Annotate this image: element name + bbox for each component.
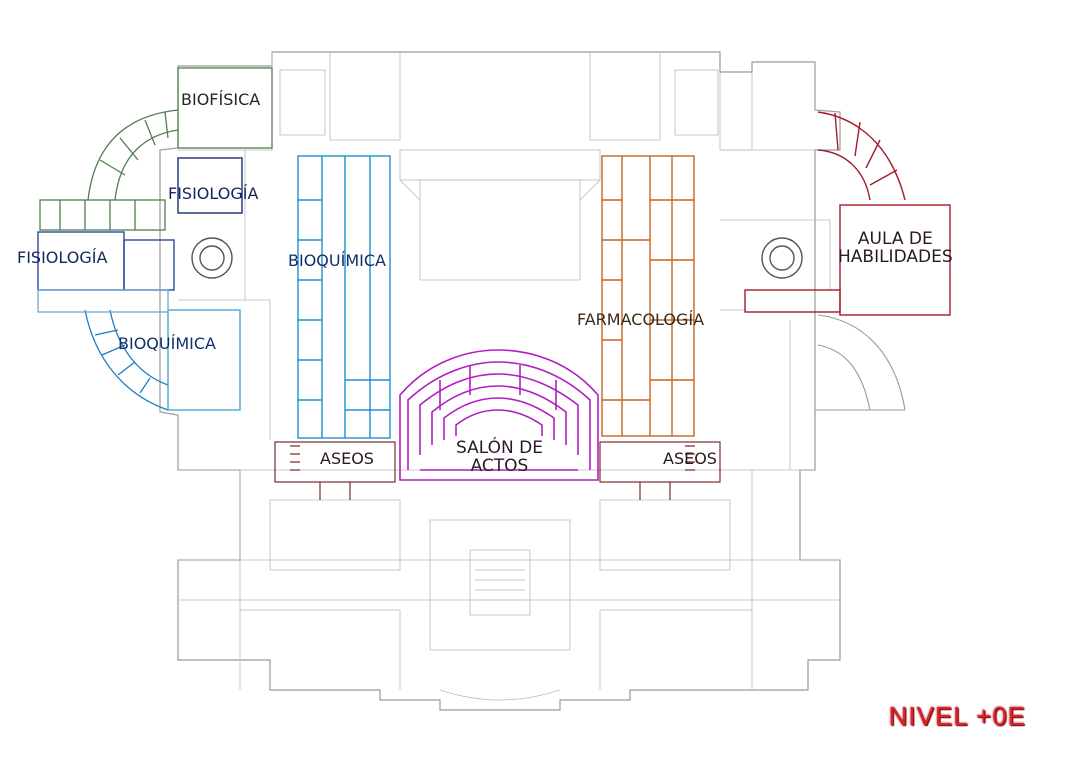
label-salon-actos: SALÓN DE ACTOS [456, 438, 543, 476]
label-aula-line2: HABILIDADES [838, 246, 953, 267]
label-fisiologia-left: FISIOLOGÍA [17, 248, 108, 267]
label-bioquimica-left: BIOQUÍMICA [118, 334, 216, 353]
zone-aseos-left [274, 441, 396, 500]
zone-aula-habilidades [744, 111, 951, 316]
label-aseos-left: ASEOS [320, 449, 374, 468]
right-lower-wing [815, 314, 906, 411]
building-outline [159, 51, 841, 711]
label-bioquimica-center: BIOQUÍMICA [288, 251, 386, 270]
zone-aseos-right [599, 441, 721, 500]
zone-bioquimica-center [297, 155, 391, 439]
zone-biofisica [39, 67, 273, 231]
zone-bioquimica-left [37, 289, 241, 411]
label-salon-line2: ACTOS [470, 455, 529, 476]
level-indicator: NIVEL +0E [888, 701, 1026, 731]
label-aula-line1: AULA DE [857, 229, 933, 249]
label-aseos-right: ASEOS [663, 449, 717, 468]
zone-salon-actos [399, 349, 599, 481]
label-fisiologia-upper: FISIOLOGÍA [168, 184, 259, 203]
label-biofisica: BIOFÍSICA [181, 90, 261, 109]
zone-fisiologia-upper [177, 157, 243, 214]
zone-farmacologia [601, 155, 695, 437]
label-farmacologia: FARMACOLOGÍA [577, 310, 705, 329]
label-salon-line1: SALÓN DE [456, 438, 543, 458]
label-aula-habilidades: AULA DE HABILIDADES [838, 229, 953, 267]
